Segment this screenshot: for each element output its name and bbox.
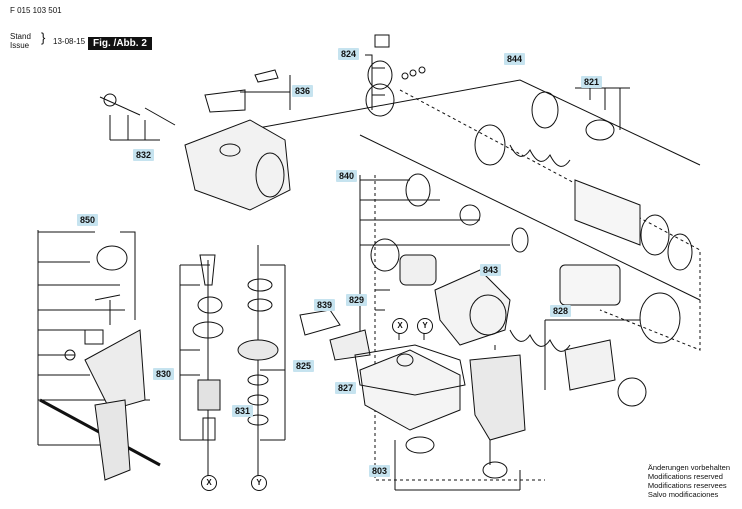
part-number: F 015 103 501 — [10, 6, 62, 15]
callout-839: 839 — [314, 299, 336, 311]
issue-label: Issue — [10, 41, 30, 50]
callout-832: 832 — [133, 149, 155, 161]
callout-831: 831 — [232, 405, 254, 417]
callout-830: 830 — [153, 368, 175, 380]
callout-803: 803 — [369, 465, 391, 477]
marker-x-lower: X — [201, 475, 217, 491]
marker-y-lower: Y — [251, 475, 267, 491]
callout-850: 850 — [77, 214, 99, 226]
figure-label: Fig. /Abb. 2 — [88, 37, 152, 50]
callout-824: 824 — [338, 48, 360, 60]
callout-844: 844 — [504, 53, 526, 65]
marker-y-upper: Y — [417, 318, 433, 334]
callout-821: 821 — [581, 76, 603, 88]
note-es: Salvo modificaciones — [647, 490, 719, 499]
callout-843: 843 — [480, 264, 502, 276]
callout-836: 836 — [292, 85, 314, 97]
marker-x-upper: X — [392, 318, 408, 334]
callout-825: 825 — [293, 360, 315, 372]
callout-829: 829 — [346, 294, 368, 306]
callout-840: 840 — [336, 170, 358, 182]
modifications-note: Änderungen vorbehalten Modifications res… — [648, 463, 730, 499]
note-de: Änderungen vorbehalten — [647, 463, 730, 472]
issue-date: 13-08-15 — [53, 37, 86, 46]
note-fr: Modifications reservees — [647, 481, 727, 490]
note-en: Modifications reserved — [647, 472, 723, 481]
callout-827: 827 — [335, 382, 357, 394]
brace: } — [41, 30, 46, 45]
callout-828: 828 — [550, 305, 572, 317]
stand-label: Stand — [10, 32, 31, 41]
